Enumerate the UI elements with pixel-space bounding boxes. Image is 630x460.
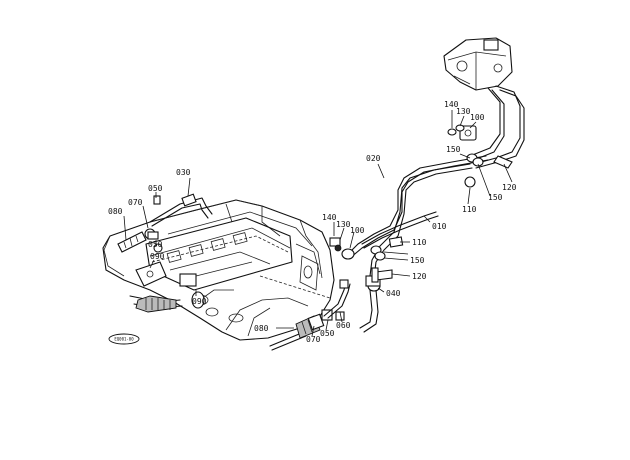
callout-150: 150 <box>488 193 503 202</box>
callout-100: 100 <box>470 113 485 122</box>
union-070-lower <box>307 309 333 331</box>
callout-090: 090 <box>150 252 165 261</box>
callout-080: 080 <box>108 207 123 216</box>
callout-040: 040 <box>386 289 401 298</box>
callout-labels: 030 050 070 080 050 090 090 080 070 050 … <box>108 100 517 344</box>
bolt-110-center <box>388 236 404 248</box>
fitting-080-left <box>117 231 147 253</box>
callout-070: 070 <box>306 335 321 344</box>
callout-140: 140 <box>444 100 459 109</box>
callout-050: 050 <box>148 184 163 193</box>
bolt-110-right <box>464 176 476 188</box>
bolt-120-center <box>371 267 393 283</box>
washer-150-center <box>370 245 386 261</box>
clip-050-left <box>147 195 163 253</box>
stamp-text: EQ001-00 <box>114 337 134 342</box>
filter-pump-upper-right <box>443 37 513 91</box>
callout-120: 120 <box>502 183 517 192</box>
bolt-120-right <box>493 155 513 169</box>
callout-020: 020 <box>366 154 381 163</box>
callout-150: 150 <box>446 145 461 154</box>
washer-150-right <box>466 153 484 167</box>
pipe-030 <box>149 193 213 227</box>
pipe-040 <box>359 275 381 333</box>
callout-070: 070 <box>128 198 143 207</box>
reference-stamp: EQ001-00 <box>108 333 140 345</box>
callout-130: 130 <box>456 107 471 116</box>
callout-090: 090 <box>192 297 207 306</box>
callout-110: 110 <box>412 238 427 247</box>
pipe-010 <box>345 155 489 259</box>
callout-110: 110 <box>462 205 477 214</box>
callout-010: 010 <box>432 222 447 231</box>
callout-080: 080 <box>254 324 269 333</box>
callout-050: 050 <box>320 329 335 338</box>
fitting-center-left <box>329 237 355 260</box>
callout-150: 150 <box>410 256 425 265</box>
callout-030: 030 <box>176 168 191 177</box>
pipe-lower-left <box>129 295 183 313</box>
callout-130: 130 <box>336 220 351 229</box>
leader-lines <box>123 110 513 337</box>
callout-050: 050 <box>148 240 163 249</box>
callout-100: 100 <box>350 226 365 235</box>
pipe-right-vertical <box>469 85 525 169</box>
callout-140: 140 <box>322 213 337 222</box>
callout-060: 060 <box>336 321 351 330</box>
callout-120: 120 <box>412 272 427 281</box>
washer-130-140-right <box>447 124 465 136</box>
